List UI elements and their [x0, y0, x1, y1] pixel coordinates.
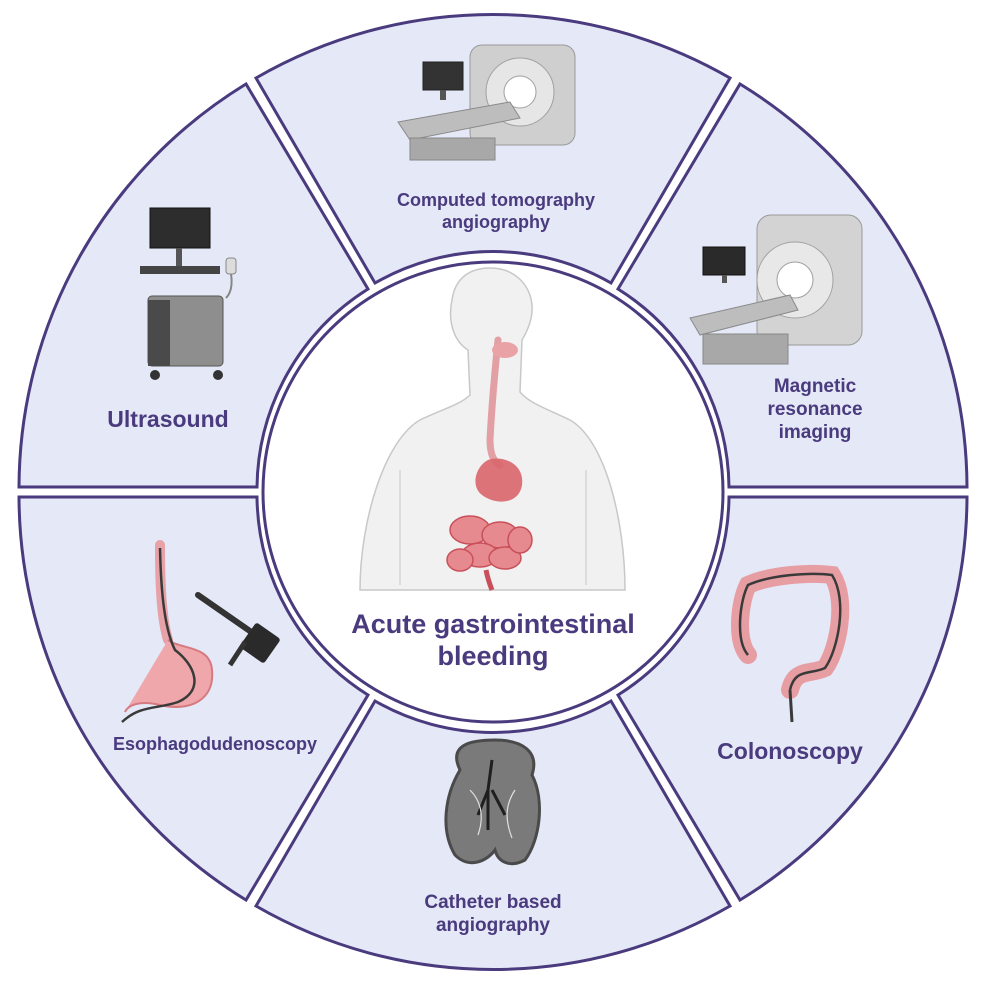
center-title: Acute gastrointestinal bleeding [313, 608, 673, 673]
mri-scanner-icon [689, 214, 863, 365]
label-mri-line3: imaging [778, 421, 852, 443]
endoscope-icon [121, 540, 280, 723]
label-mri-line2: resonance [767, 398, 863, 420]
label-cta: Computed tomography angiography [340, 190, 652, 233]
label-colonoscopy: Colonoscopy [690, 738, 890, 766]
label-catheter-line2: angiography [435, 914, 550, 936]
label-cta-line1: Computed tomography [397, 190, 595, 210]
segment-ultrasound [17, 81, 371, 489]
label-catheter-line1: Catheter based [424, 892, 562, 913]
label-ultrasound: Ultrasound [88, 406, 248, 434]
ct-scanner-icon [397, 44, 576, 161]
label-colonoscopy-line1: Colonoscopy [717, 738, 863, 764]
label-mri: Magnetic resonance imaging [740, 376, 890, 444]
angiography-icon [444, 738, 541, 866]
center-title-line1: Acute gastrointestinal [351, 609, 635, 639]
label-mri-line1: Magnetic [773, 376, 857, 397]
label-egd-line1: Esophagodudenoscopy [112, 734, 317, 754]
center-title-line2: bleeding [437, 641, 549, 672]
label-ultrasound-line1: Ultrasound [107, 406, 229, 432]
label-catheter: Catheter based angiography [380, 892, 606, 938]
label-cta-line2: angiography [441, 211, 550, 232]
intestines-shape [446, 515, 533, 591]
label-egd: Esophagodudenoscopy [85, 734, 345, 756]
ultrasound-machine-icon [140, 207, 237, 380]
colon-icon [731, 564, 850, 723]
human-body-icon [359, 267, 626, 591]
